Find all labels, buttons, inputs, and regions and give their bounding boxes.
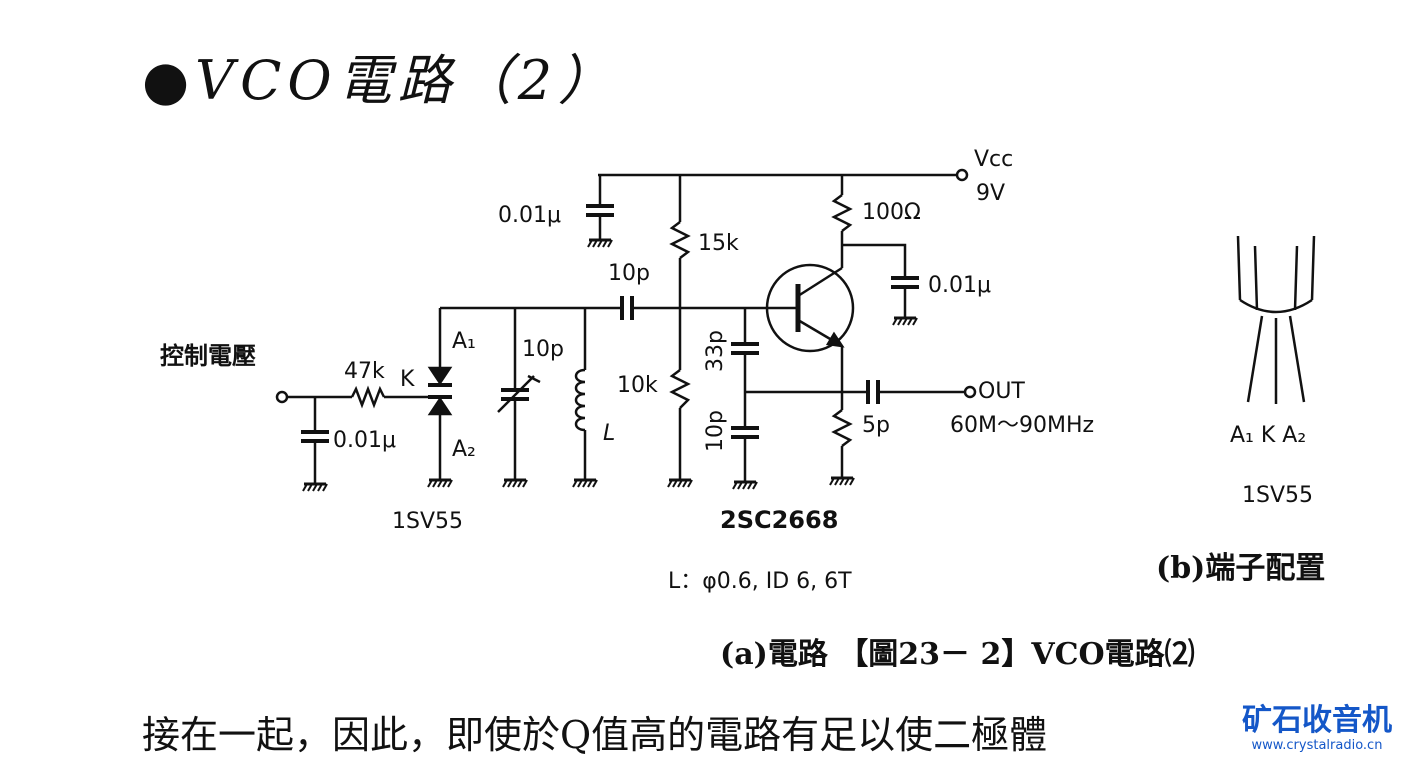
feedback-capacitors xyxy=(731,308,842,491)
decoupling-capacitor-left xyxy=(586,175,614,249)
c-out-label: 5p xyxy=(862,413,890,438)
watermark-url: www.crystalradio.cn xyxy=(1251,738,1383,753)
transistor-2sc2668 xyxy=(765,245,855,392)
pinout-caption: (b)端子配置 xyxy=(1156,551,1325,586)
c-input-label: 0.01μ xyxy=(333,428,396,453)
diode-a1-label: A₁ xyxy=(452,329,476,354)
control-input-network xyxy=(275,385,440,493)
resistor-100-ohm xyxy=(831,175,853,245)
trimmer-cap-label: 10p xyxy=(522,337,564,362)
vcc-label: Vcc xyxy=(974,147,1013,172)
body-paragraph: 接在一起，因此，即使於Q值高的電路有足以使二極體 xyxy=(142,713,1048,757)
r-bias-top-label: 15k xyxy=(698,231,739,256)
coupling-capacitor-10p xyxy=(620,296,766,320)
control-voltage-label: 控制電壓 xyxy=(160,342,256,370)
transistor-part-label: 2SC2668 xyxy=(720,506,838,534)
varactor-diode xyxy=(426,308,454,489)
watermark-brand: 矿石收音机 xyxy=(1242,703,1392,738)
c-10p-lower-label: 10p xyxy=(703,410,728,452)
figure-caption: (a)電路 【圖23－ 2】VCO電路⑵ xyxy=(720,637,1195,672)
diode-part-label: 1SV55 xyxy=(392,509,463,534)
decoupling-capacitor-right xyxy=(842,243,919,327)
output-capacitor-5p xyxy=(842,380,977,404)
out-label: OUT xyxy=(978,379,1025,404)
resistor-15k xyxy=(669,175,691,308)
r-collector-label: 100Ω xyxy=(862,200,921,225)
vcc-value: 9V xyxy=(976,181,1005,206)
resistor-10k xyxy=(666,308,694,489)
c-coupling-label: 10p xyxy=(608,261,650,286)
c-33p-label: 33p xyxy=(703,330,728,372)
watermark-logo: 矿石收音机 www.crystalradio.cn xyxy=(1229,704,1405,762)
c-decouple-label: 0.01μ xyxy=(928,273,991,298)
pinout-pins-label: A₁ K A₂ xyxy=(1230,423,1306,448)
vcc-rail xyxy=(598,168,969,182)
inductor-label: L xyxy=(603,421,615,446)
diode-a2-label: A₂ xyxy=(452,437,476,462)
trimmer-capacitor xyxy=(497,308,541,489)
inductor-coil xyxy=(571,308,599,489)
coil-spec-label: L：φ0.6, ID 6, 6T xyxy=(668,569,852,594)
c-top-left-label: 0.01μ xyxy=(498,203,561,228)
freq-range-label: 60M～90MHz xyxy=(950,413,1094,438)
diode-k-label: K xyxy=(400,367,415,392)
r-input-label: 47k xyxy=(344,359,385,384)
section-heading: ●VCO電路（2） xyxy=(142,49,619,112)
diode-package-drawing xyxy=(1236,235,1316,404)
r-bias-bottom-label: 10k xyxy=(617,373,658,398)
pinout-part-label: 1SV55 xyxy=(1242,483,1313,508)
emitter-resistor xyxy=(828,392,856,487)
